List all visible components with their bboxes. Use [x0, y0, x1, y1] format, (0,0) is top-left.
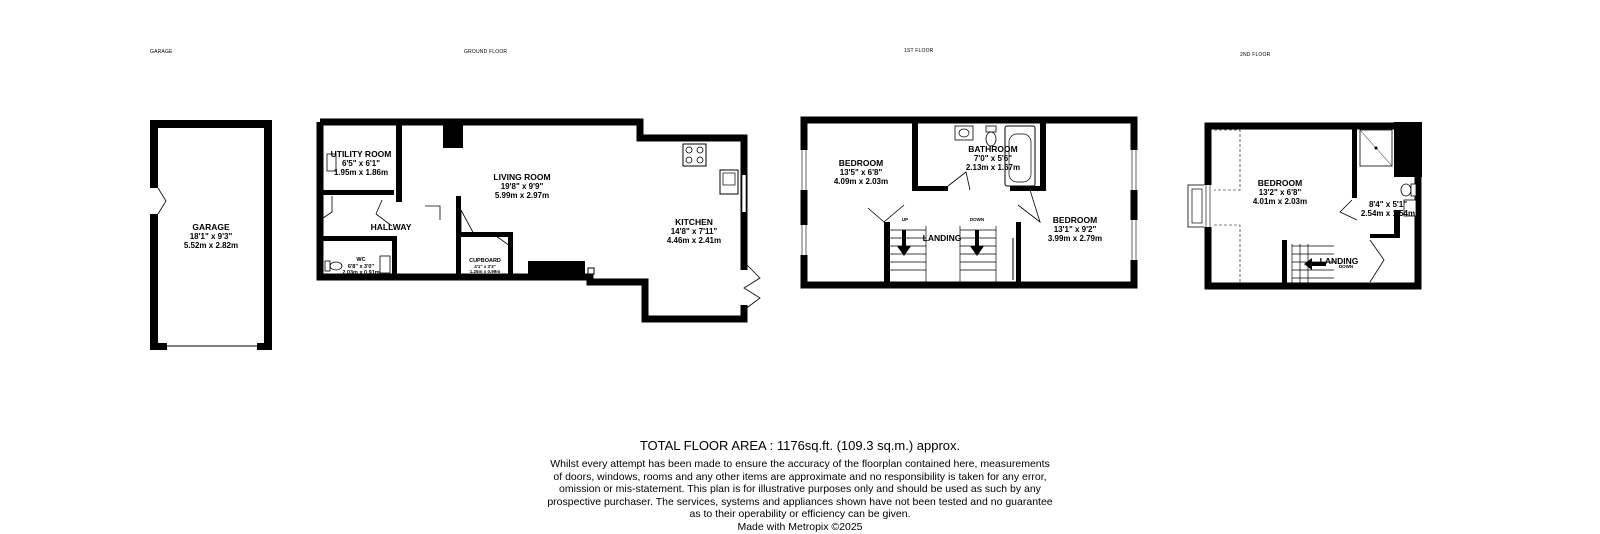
disclaimer-line: as to their operability or efficiency ca… — [689, 508, 911, 520]
floor-label-garage: GARAGE — [150, 49, 173, 55]
living-metric: 5.99m x 2.97m — [495, 191, 549, 200]
utility-imperial: 6'5" x 6'1" — [342, 159, 380, 168]
ensuite-metric: 2.54m x 1.54m — [1361, 209, 1415, 218]
bathroom-imperial: 7'0" x 5'6" — [974, 154, 1012, 163]
disclaimer-line: prospective purchaser. The services, sys… — [547, 495, 1053, 508]
ground-floor-plan: UTILITY ROOM 6'5" x 6'1" 1.95m x 1.86m H… — [316, 118, 761, 323]
bedroom1-imperial: 13'5" x 6'8" — [840, 168, 883, 177]
bath — [1004, 125, 1036, 187]
bedroom1-name: BEDROOM — [839, 158, 883, 168]
kitchen-imperial: 14'8" x 7'11" — [671, 227, 718, 236]
wc-imperial: 6'8" x 3'0" — [348, 264, 375, 270]
bathroom-name: BATHROOM — [968, 144, 1017, 154]
garage-wall-left — [150, 120, 158, 350]
floor-label-second: 2ND FLOOR — [1240, 52, 1271, 58]
utility-metric: 1.95m x 1.86m — [334, 168, 388, 177]
living-imperial: 19'8" x 9'9" — [501, 182, 544, 191]
landing1-down: DOWN — [970, 217, 984, 222]
floor-label-ground: GROUND FLOOR — [464, 49, 508, 55]
garage-name: GARAGE — [192, 222, 230, 232]
bedroom2-imperial: 13'1" x 9'2" — [1054, 225, 1097, 234]
utility-sink — [326, 153, 337, 172]
cupboard-imperial: 4'1" x 3'3" — [474, 264, 495, 269]
utility-name: UTILITY ROOM — [331, 149, 392, 159]
disclaimer-line: omission or mis-statement. This plan is … — [559, 483, 1041, 495]
bedroom2-name: BEDROOM — [1053, 215, 1097, 225]
hob — [682, 143, 707, 167]
bathroom-metric: 2.13m x 1.67m — [966, 163, 1020, 172]
bedroom2-metric: 3.99m x 2.79m — [1048, 234, 1102, 243]
kitchen-name: KITCHEN — [675, 217, 713, 227]
disclaimer-line: Whilst every attempt has been made to en… — [550, 458, 1050, 470]
cupboard-name: CUPBOARD — [469, 258, 501, 264]
bedroom3-name: BEDROOM — [1258, 178, 1302, 188]
garage-wall-top — [150, 120, 272, 128]
bathroom-toilet — [985, 131, 997, 147]
bedroom1-metric: 4.09m x 2.03m — [834, 177, 888, 186]
kitchen-french-doors — [743, 261, 761, 311]
garage-imperial: 18'1" x 9'3" — [190, 232, 233, 241]
floor-label-first: 1ST FLOOR — [904, 48, 934, 54]
cupboard-metric: 1.25m x 0.99m — [470, 269, 501, 274]
first-floor-plan: BEDROOM 13'5" x 6'8" 4.09m x 2.03m BATHR… — [800, 116, 1138, 289]
total-floor-area: TOTAL FLOOR AREA : 1176sq.ft. (109.3 sq.… — [639, 438, 961, 453]
footer: TOTAL FLOOR AREA : 1176sq.ft. (109.3 sq.… — [500, 438, 1100, 533]
landing1-name: LANDING — [923, 233, 962, 243]
garage-plan: GARAGE 18'1" x 9'3" 5.52m x 2.82m — [149, 120, 272, 350]
hallway-name: HALLWAY — [371, 222, 412, 232]
garage-wall-right — [264, 120, 272, 350]
garage-metric: 5.52m x 2.82m — [184, 241, 238, 250]
metropix-credit: Made with Metropix ©2025 — [737, 520, 863, 533]
bedroom3-imperial: 13'2" x 6'8" — [1259, 188, 1302, 197]
wc-basin — [379, 255, 391, 274]
stairs-up-arrow — [897, 230, 911, 256]
landing2-down: DOWN — [1339, 264, 1353, 269]
garage-wall-bottom-right — [257, 343, 272, 350]
bathroom-basin — [954, 125, 974, 141]
stairs-down-arrow-2 — [1304, 258, 1326, 270]
ensuite-basin — [1403, 199, 1417, 217]
ensuite-imperial: 8'4" x 5'1" — [1369, 200, 1407, 209]
disclaimer-line: of doors, windows, rooms and any other i… — [553, 470, 1047, 483]
stairs-down-arrow — [970, 230, 984, 256]
bedroom3-metric: 4.01m x 2.03m — [1253, 197, 1307, 206]
kitchen-metric: 4.46m x 2.41m — [667, 236, 721, 245]
living-name: LIVING ROOM — [493, 172, 550, 182]
wc-metric: 2.03m x 0.91m — [342, 270, 379, 276]
garage-side-door — [157, 187, 167, 215]
wc-toilet — [329, 261, 343, 271]
floorplan: GARAGE 18'1" x 9'3" 5.52m x 2.82m — [149, 116, 1422, 350]
wc-name: WC — [356, 257, 365, 263]
second-floor-plan: BEDROOM 13'2" x 6'8" 4.01m x 2.03m 8'4" … — [1187, 122, 1422, 290]
kitchen-sink — [719, 169, 739, 195]
first-floor-stairs-up — [890, 226, 927, 282]
ensuite-toilet — [1400, 183, 1412, 197]
landing2-name: LANDING — [1320, 256, 1359, 266]
landing1-up: UP — [902, 217, 908, 222]
garage-wall-bottom-left — [150, 343, 167, 350]
